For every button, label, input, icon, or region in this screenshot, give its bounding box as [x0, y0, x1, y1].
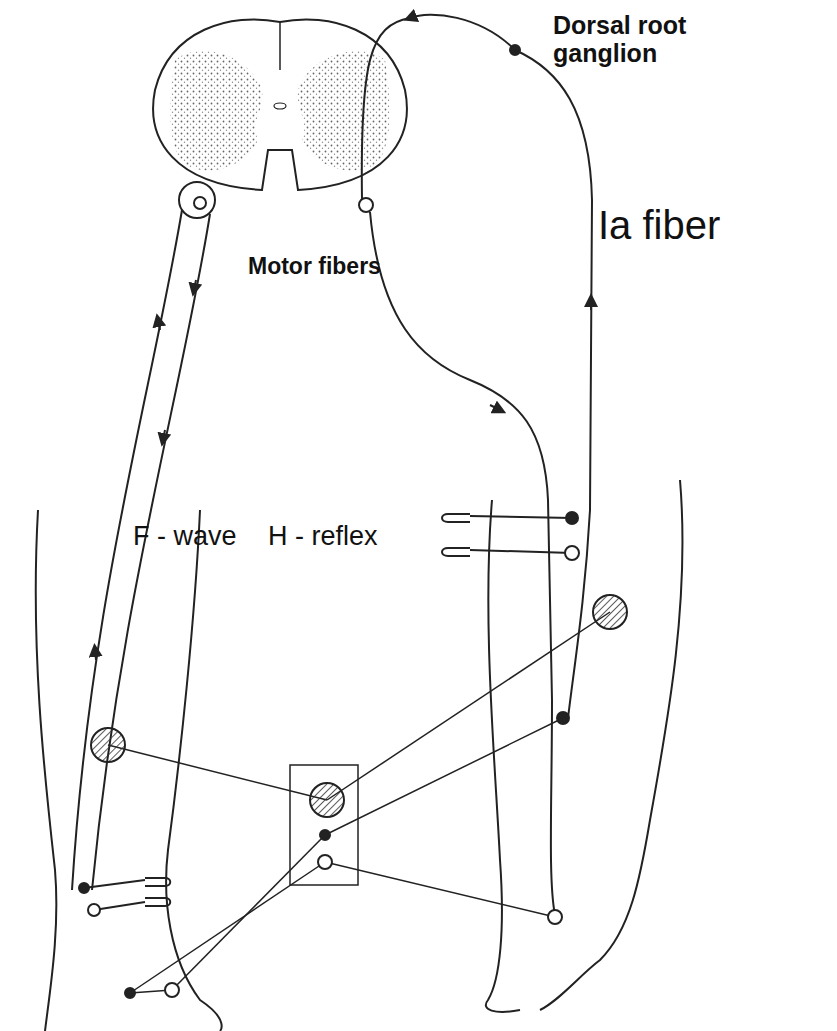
ganglion-label: Dorsal root ganglion — [553, 12, 793, 67]
fiber-label: Motor fibers — [248, 254, 381, 279]
spinal-cord — [153, 19, 407, 190]
wave-label: F - wave — [133, 522, 237, 552]
fiber-label: Ia fiber — [598, 203, 720, 247]
reflex-label: H - reflex — [268, 522, 378, 552]
